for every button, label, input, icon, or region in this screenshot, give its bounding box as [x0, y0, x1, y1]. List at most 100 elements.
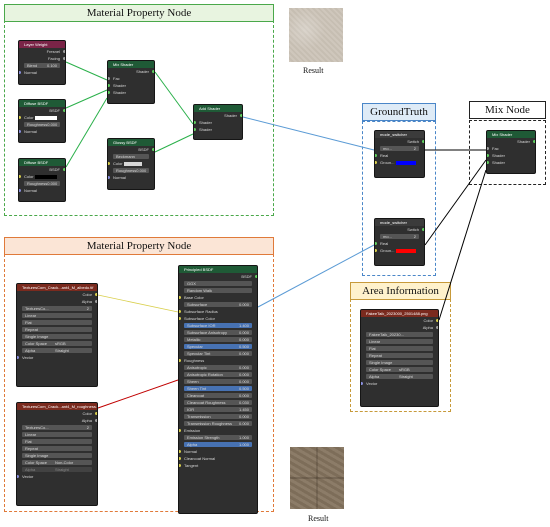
mix-shader-node-2[interactable]: Mix Shader Shader Fac Shader Shader [486, 130, 536, 174]
source-dropdown[interactable]: Single Image [17, 452, 97, 459]
image-selector[interactable]: TexturesCo...2 [17, 424, 97, 431]
principled-input-row: Emission [179, 427, 257, 434]
distribution-dropdown[interactable]: Beckmann [108, 153, 154, 160]
source-dropdown[interactable]: Single Image [17, 333, 97, 340]
add-shader-node[interactable]: Add Shader Shader Shader Shader [193, 104, 243, 140]
socket-fac: Fac [108, 75, 154, 82]
wire-diffuse2-to-mix [65, 97, 108, 168]
mode-switcher-node-2[interactable]: mode_switcher Switch mo...2 Real Groun..… [374, 218, 425, 266]
color-swatch-white[interactable] [34, 115, 57, 120]
group-selector[interactable]: mo...2 [375, 145, 424, 152]
extension-dropdown[interactable]: Repeat [17, 445, 97, 452]
input-label: Roughness [184, 358, 205, 363]
socket-vector: Vector [17, 473, 97, 480]
projection-dropdown[interactable]: Flat [17, 438, 97, 445]
color-swatch-blue[interactable] [395, 160, 416, 165]
mix-shader-node-1[interactable]: Mix Shader Shader Fac Shader Shader [107, 60, 155, 104]
glossy-bsdf-node[interactable]: Glossy BSDF BSDF Beckmann Color Roughnes… [107, 138, 155, 190]
image-texture-roughness-node[interactable]: TexturesCom_Crack...ant4_M_roughness.tif… [16, 402, 98, 506]
interpolation-dropdown[interactable]: Linear [361, 338, 438, 345]
subsurface-method-dropdown[interactable]: Random Walk [179, 287, 257, 294]
mix-node-group [469, 120, 546, 185]
image-selector[interactable]: TexturesCo...2 [17, 305, 97, 312]
input-label: Clearcoat Roughness [187, 400, 226, 405]
group-selector[interactable]: mo...2 [375, 233, 424, 240]
color-field[interactable]: Color [108, 160, 154, 167]
node-title: TexturesCom_Crack...ant4_M_albedo.tif [17, 284, 97, 291]
extension-dropdown[interactable]: Repeat [17, 326, 97, 333]
color-swatch-black[interactable] [34, 174, 57, 179]
color-field[interactable]: Color [19, 114, 65, 121]
projection-dropdown[interactable]: Flat [361, 345, 438, 352]
input-label: Sheen [187, 379, 199, 384]
image-texture-area-node[interactable]: FakeeTalk_2023000_2501488.png Color Alph… [360, 309, 439, 407]
socket-alpha: Alpha [17, 298, 97, 305]
socket-shader-out: Shader [194, 112, 242, 119]
distribution-dropdown[interactable]: GGX [179, 280, 257, 287]
interpolation-dropdown[interactable]: Linear [17, 431, 97, 438]
area-info-title: Area Information [350, 282, 451, 300]
node-title: Glossy BSDF [108, 139, 154, 146]
interpolation-dropdown[interactable]: Linear [17, 312, 97, 319]
color-field[interactable]: Color [19, 173, 65, 180]
image-selector[interactable]: FakeeTalk_20230... [361, 331, 438, 338]
principled-bsdf-node[interactable]: Principled BSDF BSDF GGX Random Walk Bas… [178, 265, 258, 514]
extension-dropdown[interactable]: Repeat [361, 352, 438, 359]
projection-dropdown[interactable]: Flat [17, 319, 97, 326]
input-label: Anisotropic Rotation [187, 372, 223, 377]
color-swatch-gray[interactable] [123, 161, 142, 166]
source-dropdown[interactable]: Single Image [361, 359, 438, 366]
image-texture-albedo-node[interactable]: TexturesCom_Crack...ant4_M_albedo.tif Co… [16, 283, 98, 387]
color-swatch-red[interactable] [395, 248, 416, 253]
mode-switcher-node-1[interactable]: mode_switcher Switch mo...2 Real Groun..… [374, 130, 425, 178]
wire-glossy-to-add [154, 133, 194, 153]
